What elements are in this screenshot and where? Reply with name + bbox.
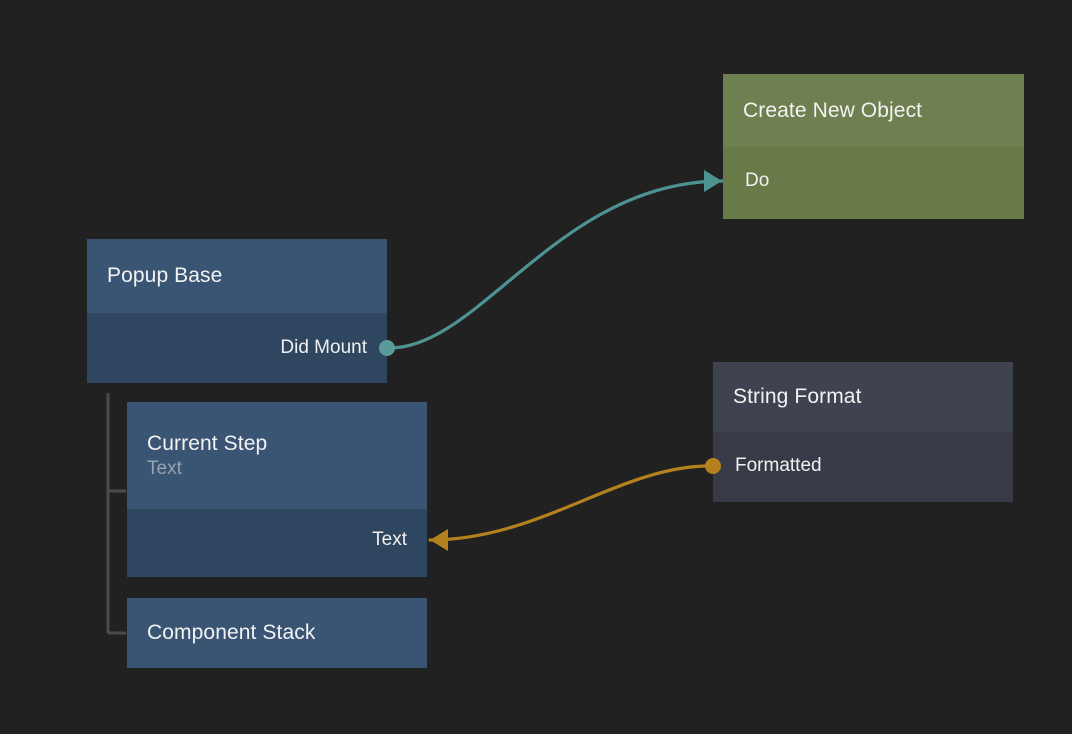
- edge-did-mount-to-do[interactable]: [388, 179, 724, 350]
- port-label-popup-base-did-mount: Did Mount: [280, 337, 367, 358]
- node-title-component-stack: Component Stack: [147, 621, 316, 644]
- port-string-format-formatted[interactable]: Formatted: [713, 454, 1013, 478]
- node-component-stack[interactable]: Component Stack: [127, 598, 427, 668]
- port-label-create-new-object-do: Do: [745, 170, 770, 191]
- node-body-current-step: Text: [127, 509, 427, 577]
- node-body-create-new-object: Do: [723, 147, 1024, 219]
- node-title-create-new-object: Create New Object: [743, 98, 923, 122]
- node-header-create-new-object[interactable]: Create New Object: [723, 74, 1024, 147]
- port-dot-string-format-formatted[interactable]: [705, 458, 721, 474]
- node-title-popup-base: Popup Base: [107, 264, 223, 287]
- node-body-popup-base: Did Mount: [87, 313, 395, 383]
- port-label-current-step-text: Text: [372, 529, 407, 550]
- port-current-step-text[interactable]: Text: [127, 528, 427, 552]
- node-title-string-format: String Format: [733, 385, 862, 408]
- node-header-string-format[interactable]: String Format: [713, 362, 1013, 432]
- node-subtitle-current-step: Text: [147, 458, 182, 479]
- node-title-current-step: Current Step: [147, 432, 268, 455]
- node-body-string-format: Formatted: [705, 432, 1013, 502]
- port-popup-base-did-mount[interactable]: Did Mount: [87, 336, 387, 360]
- node-header-popup-base[interactable]: Popup Base: [87, 239, 387, 313]
- edge-formatted-to-text[interactable]: [428, 464, 711, 542]
- port-label-string-format-formatted: Formatted: [735, 455, 822, 476]
- edge-formatted-to-text-arrowhead: [430, 529, 448, 551]
- port-create-new-object-do[interactable]: Do: [723, 169, 1024, 193]
- edge-did-mount-to-do-arrowhead: [704, 170, 722, 192]
- port-dot-popup-base-did-mount[interactable]: [379, 340, 395, 356]
- node-header-component-stack[interactable]: Component Stack: [127, 598, 427, 668]
